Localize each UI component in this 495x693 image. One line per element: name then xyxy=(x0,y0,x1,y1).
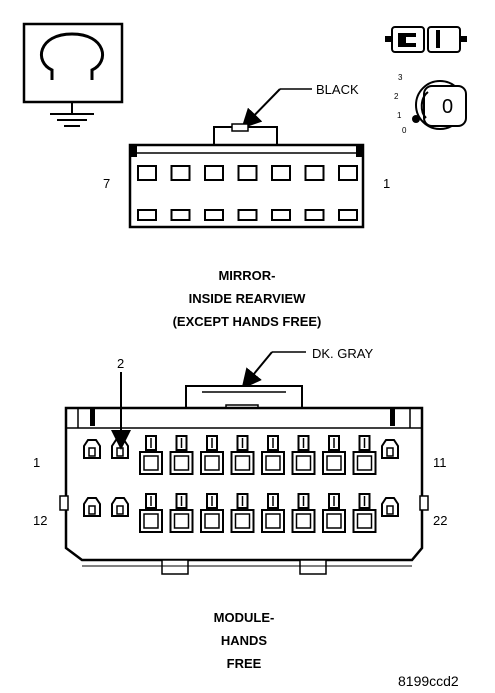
module-callout-2: 2 xyxy=(117,356,124,371)
ohm-ground-icon xyxy=(39,32,105,80)
mirror-cavity-bottom xyxy=(304,209,325,221)
mirror-caption-line-2: INSIDE REARVIEW xyxy=(189,291,307,306)
module-terminal xyxy=(230,493,255,533)
key-position-3: 3 xyxy=(398,73,403,82)
ignition-key-icon: 3 2 1 0 0 xyxy=(394,73,467,135)
key-position-0: 0 xyxy=(402,126,407,135)
key-position-1: 1 xyxy=(397,111,402,120)
module-terminal xyxy=(230,435,255,475)
mirror-connector: BLACK 7 1 xyxy=(103,82,390,229)
module-terminal xyxy=(352,435,377,475)
module-connector: DK. GRAY 2 1 11 12 22 xyxy=(33,346,447,575)
module-terminal xyxy=(322,435,346,475)
module-terminal xyxy=(169,493,194,533)
module-terminal xyxy=(261,493,285,533)
module-terminal xyxy=(200,493,224,533)
mirror-cavity-bottom xyxy=(338,209,358,221)
mirror-cavity-top xyxy=(304,165,325,181)
mirror-cavity-top xyxy=(271,165,291,181)
key-position-2: 2 xyxy=(394,92,399,101)
module-caption-line-1: MODULE- xyxy=(214,610,275,625)
mirror-color-label: BLACK xyxy=(316,82,359,97)
ground-symbol xyxy=(22,22,124,127)
module-pin-22: 22 xyxy=(433,513,447,528)
module-terminal-small xyxy=(381,497,399,517)
mirror-cavity-top xyxy=(170,165,191,181)
module-terminal-small xyxy=(83,497,101,517)
mirror-caption-line-1: MIRROR- xyxy=(218,268,275,283)
module-pin-11: 11 xyxy=(433,455,447,470)
mirror-cavity-top xyxy=(204,165,224,181)
module-terminal xyxy=(352,493,377,533)
module-terminal xyxy=(261,435,285,475)
mirror-cavity-bottom xyxy=(237,209,258,221)
mirror-pin-7: 7 xyxy=(103,176,110,191)
module-terminal xyxy=(200,435,224,475)
module-color-label: DK. GRAY xyxy=(312,346,373,361)
module-terminal xyxy=(139,493,163,533)
mirror-cavity-top xyxy=(338,165,358,181)
mirror-cavity-top xyxy=(237,165,258,181)
module-terminal xyxy=(291,435,316,475)
mirror-cavity-bottom xyxy=(271,209,291,221)
mirror-pin-1: 1 xyxy=(383,176,390,191)
module-terminal xyxy=(322,493,346,533)
module-pin-1: 1 xyxy=(33,455,40,470)
module-terminal xyxy=(291,493,316,533)
module-terminal-small xyxy=(83,439,101,459)
module-terminal-small xyxy=(111,497,129,517)
module-pin-12: 12 xyxy=(33,513,47,528)
module-caption-line-2: HANDS xyxy=(221,633,268,648)
module-caption-line-3: FREE xyxy=(227,656,262,671)
mirror-cavity-bottom xyxy=(204,209,224,221)
mirror-caption-line-3: (EXCEPT HANDS FREE) xyxy=(173,314,322,329)
mirror-cavity-bottom xyxy=(137,209,157,221)
mirror-cavity-bottom xyxy=(170,209,191,221)
plug-icon xyxy=(385,26,467,53)
mirror-cavity-top xyxy=(137,165,157,181)
module-terminal xyxy=(169,435,194,475)
figure-id: 8199ccd2 xyxy=(398,673,459,689)
module-terminal-small xyxy=(381,439,399,459)
key-label: 0 xyxy=(442,96,453,118)
module-terminal xyxy=(139,435,163,475)
